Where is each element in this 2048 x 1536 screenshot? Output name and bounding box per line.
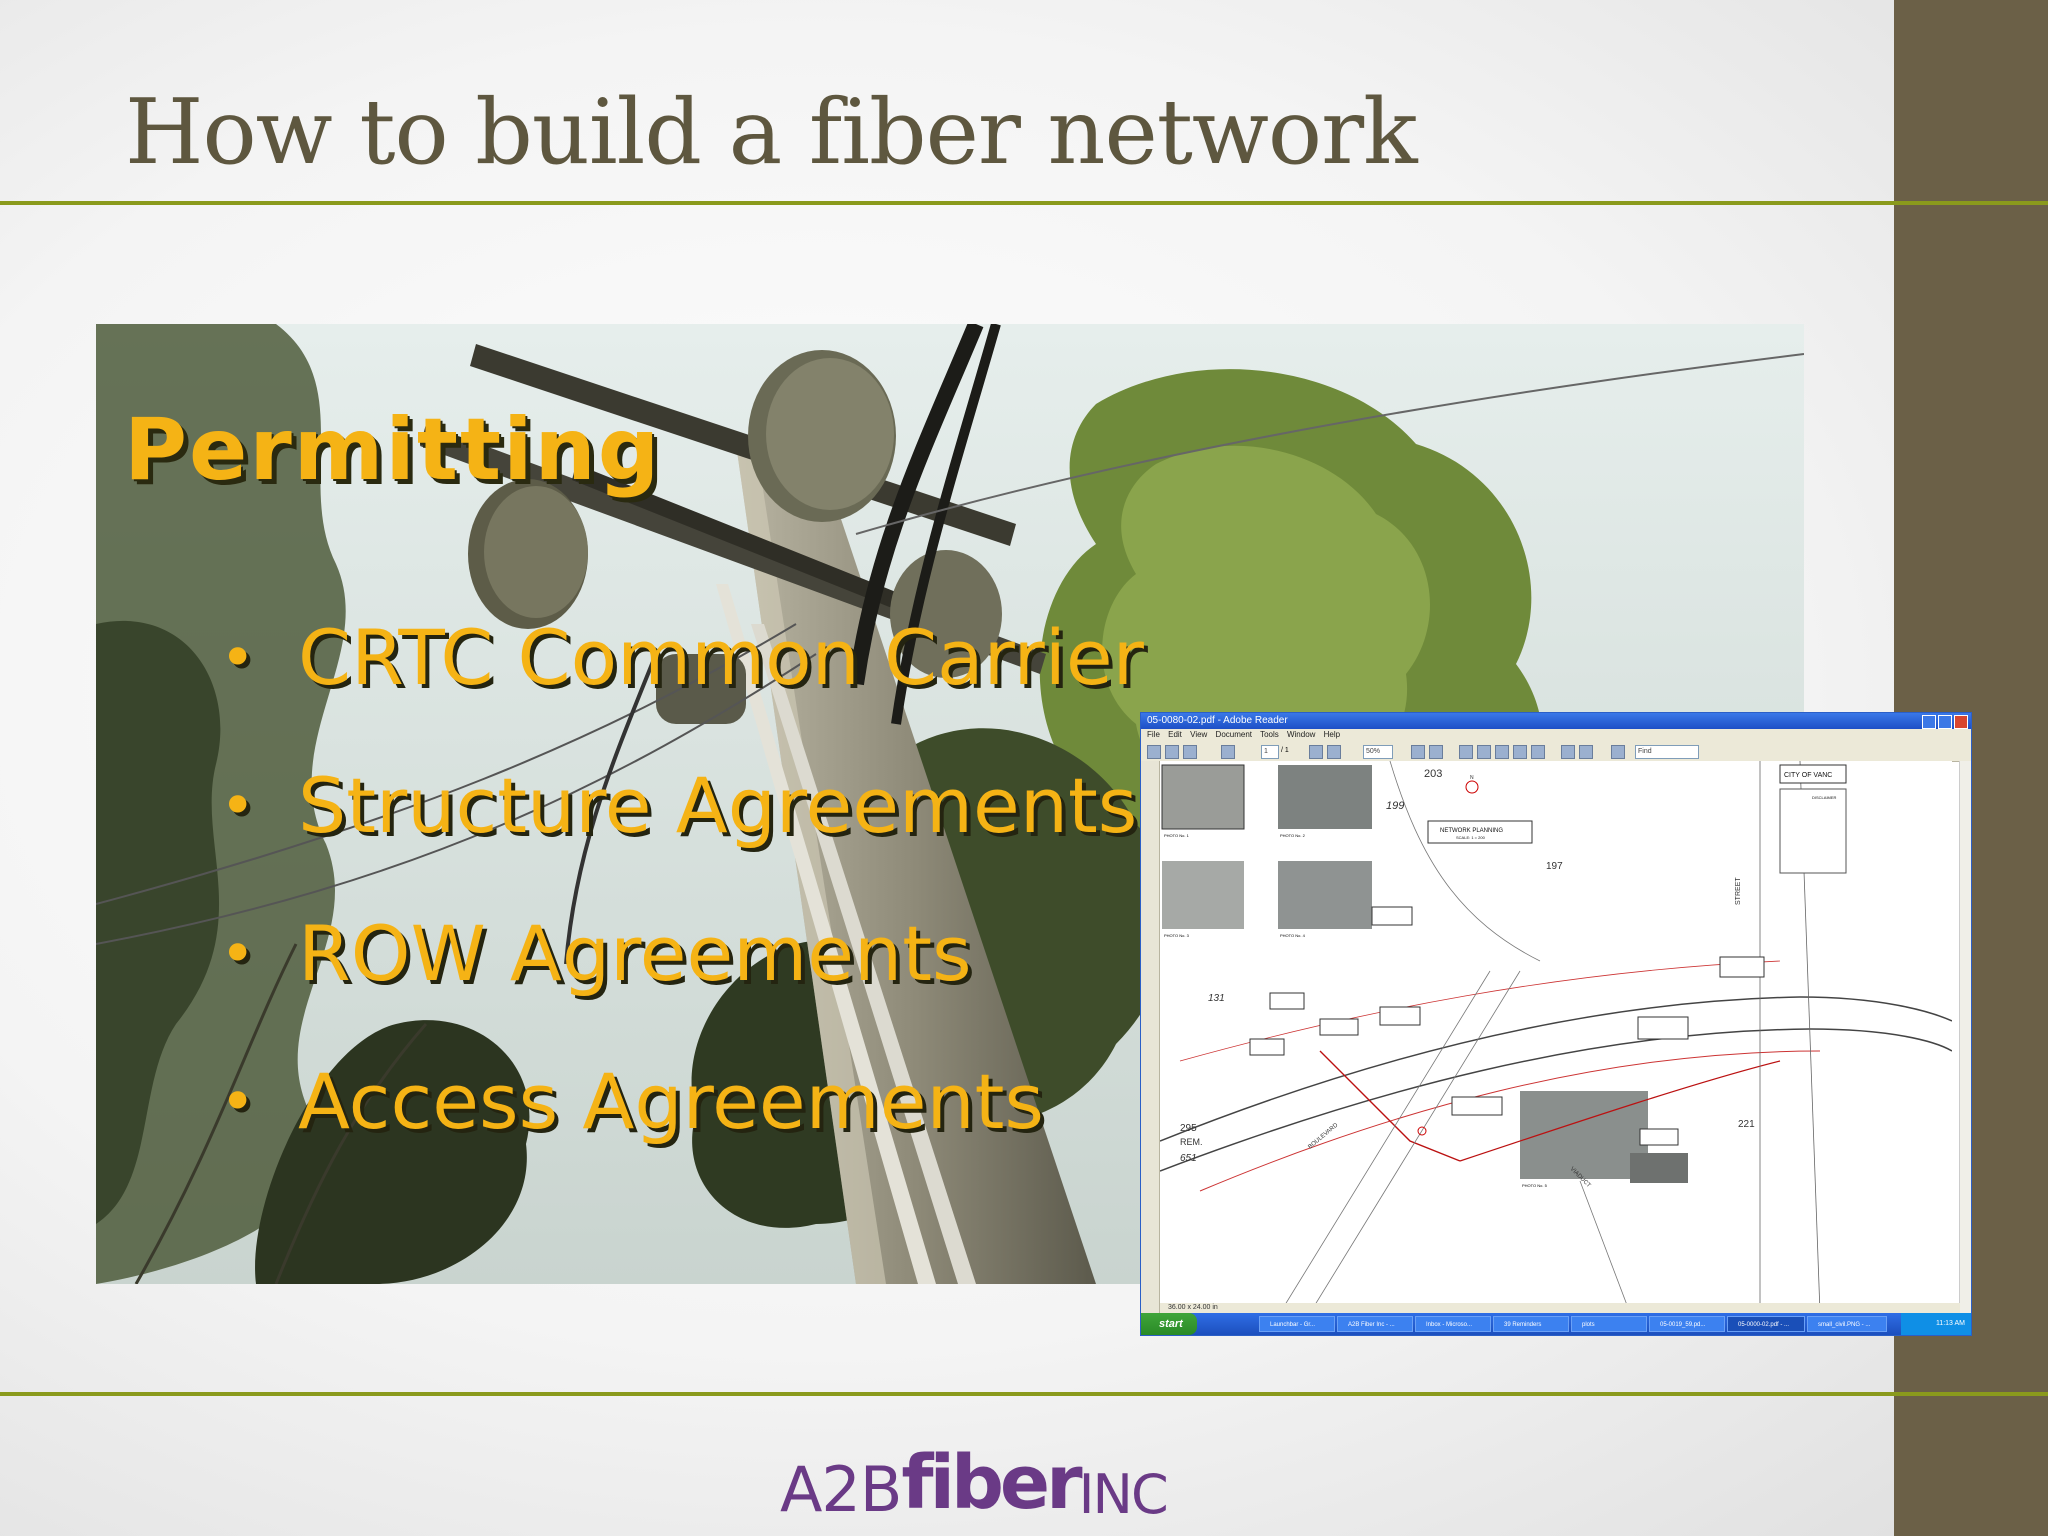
rem-label: REM. [1180,1137,1203,1147]
bullet-icon: • [220,919,256,989]
city-label: CITY OF VANC [1784,772,1832,779]
lot-number: 197 [1546,861,1563,872]
page-number-field: 1 [1261,745,1279,759]
svg-text:N: N [1470,775,1474,781]
single-page-icon [1459,745,1473,759]
zoom-out-icon [1309,745,1323,759]
lot-number: 295 [1180,1123,1197,1134]
facing-icon [1495,745,1509,759]
taskbar-item: 05-0019_59.pd... [1649,1316,1725,1332]
bullet-text: ROW Agreements [298,909,972,998]
page-size-status: 36.00 x 24.00 in [1160,1303,1960,1313]
taskbar-item: 05-0000-02.pdf - ... [1727,1316,1805,1332]
reader-toolbar: 1 / 1 50% Find [1141,741,1971,762]
bullet-text: CRTC Common Carrier [298,613,1144,702]
engineering-drawing: PHOTO No. 1 PHOTO No. 2 PHOTO No. 3 PHOT… [1160,761,1952,1313]
window-controls [1922,715,1968,729]
a2b-fiber-logo: A2BfiberINC [780,1440,1169,1526]
print-icon [1147,745,1161,759]
maximize-icon [1938,715,1952,729]
save-icon [1411,745,1425,759]
title-divider [0,201,2048,205]
star-icon [1165,745,1179,759]
menu-bar: File Edit View Document Tools Window Hel… [1141,729,1971,741]
lot-number: 203 [1424,768,1442,780]
bullet-item: • Structure Agreements [210,756,1144,904]
photo-label: PHOTO No. 4 [1280,933,1306,938]
start-button: start [1141,1313,1197,1335]
logo-a2b: A2B [780,1453,902,1526]
lot-number: 131 [1208,993,1225,1004]
section-heading: Permitting [124,400,662,500]
zoom-field: 50% [1363,745,1393,759]
camera-icon [1531,745,1545,759]
hand-tool-icon [1183,745,1197,759]
bullet-icon: • [220,1067,256,1137]
slide-title: How to build a fiber network [125,80,1418,185]
taskbar-item: small_civil.PNG - ... [1807,1316,1887,1332]
minimize-icon [1922,715,1936,729]
disclaimer-label: DISCLAIMER [1812,795,1837,800]
continuous-icon [1477,745,1491,759]
zoom-in-icon [1327,745,1341,759]
taskbar-item: 39 Reminders [1493,1316,1569,1332]
sign-icon [1611,745,1625,759]
page-total: / 1 [1281,747,1289,754]
prev-page-icon [1221,745,1235,759]
footer-divider [0,1392,2048,1396]
bullet-item: • ROW Agreements [210,904,1144,1052]
taskbar-item: Launchbar - Gr... [1259,1316,1335,1332]
vertical-scrollbar [1959,761,1971,1313]
window-titlebar: 05-0080-02.pdf - Adobe Reader [1141,713,1971,729]
tool-icon [1561,745,1575,759]
photo-label: PHOTO No. 3 [1164,933,1190,938]
street-label: STREET [1735,877,1742,905]
lot-number: 651 [1180,1153,1197,1164]
bullet-item: • Access Agreements [210,1052,1144,1200]
taskbar-item: Inbox - Microso... [1415,1316,1491,1332]
taskbar-item: A2B Fiber Inc - ... [1337,1316,1413,1332]
find-field: Find [1635,745,1699,759]
bullet-icon: • [220,623,256,693]
rotate-icon [1513,745,1527,759]
pdf-reader-screenshot: 05-0080-02.pdf - Adobe Reader File Edit … [1140,712,1972,1336]
bullet-text: Structure Agreements [298,761,1138,850]
bullet-icon: • [220,771,256,841]
photo-label: PHOTO No. 2 [1280,833,1306,838]
bullet-list: • CRTC Common Carrier • Structure Agreemen… [210,608,1144,1200]
photo-label: PHOTO No. 1 [1164,833,1190,838]
tool-icon [1579,745,1593,759]
bullet-text: Access Agreements [298,1057,1045,1146]
scale-label: SCALE: 1 = 200 [1456,835,1486,840]
taskbar-item: plots [1571,1316,1647,1332]
navigation-pane [1141,761,1160,1313]
lot-number: 199 [1386,800,1404,812]
logo-fiber: fiber [901,1440,1082,1526]
logo-inc: INC [1078,1463,1169,1526]
photo-label: PHOTO No. 5 [1522,1183,1548,1188]
close-icon [1954,715,1968,729]
bullet-item: • CRTC Common Carrier [210,608,1144,756]
system-tray-clock: 11:13 AM [1901,1313,1971,1335]
boulevard-label: BOULEVARD [1307,1122,1339,1151]
lot-number: 221 [1738,1119,1755,1130]
network-planning-label: NETWORK PLANNING [1440,828,1503,834]
window-title: 05-0080-02.pdf - Adobe Reader [1147,715,1288,726]
windows-taskbar: start Launchbar - Gr... A2B Fiber Inc - … [1141,1313,1971,1335]
fit-page-icon [1429,745,1443,759]
